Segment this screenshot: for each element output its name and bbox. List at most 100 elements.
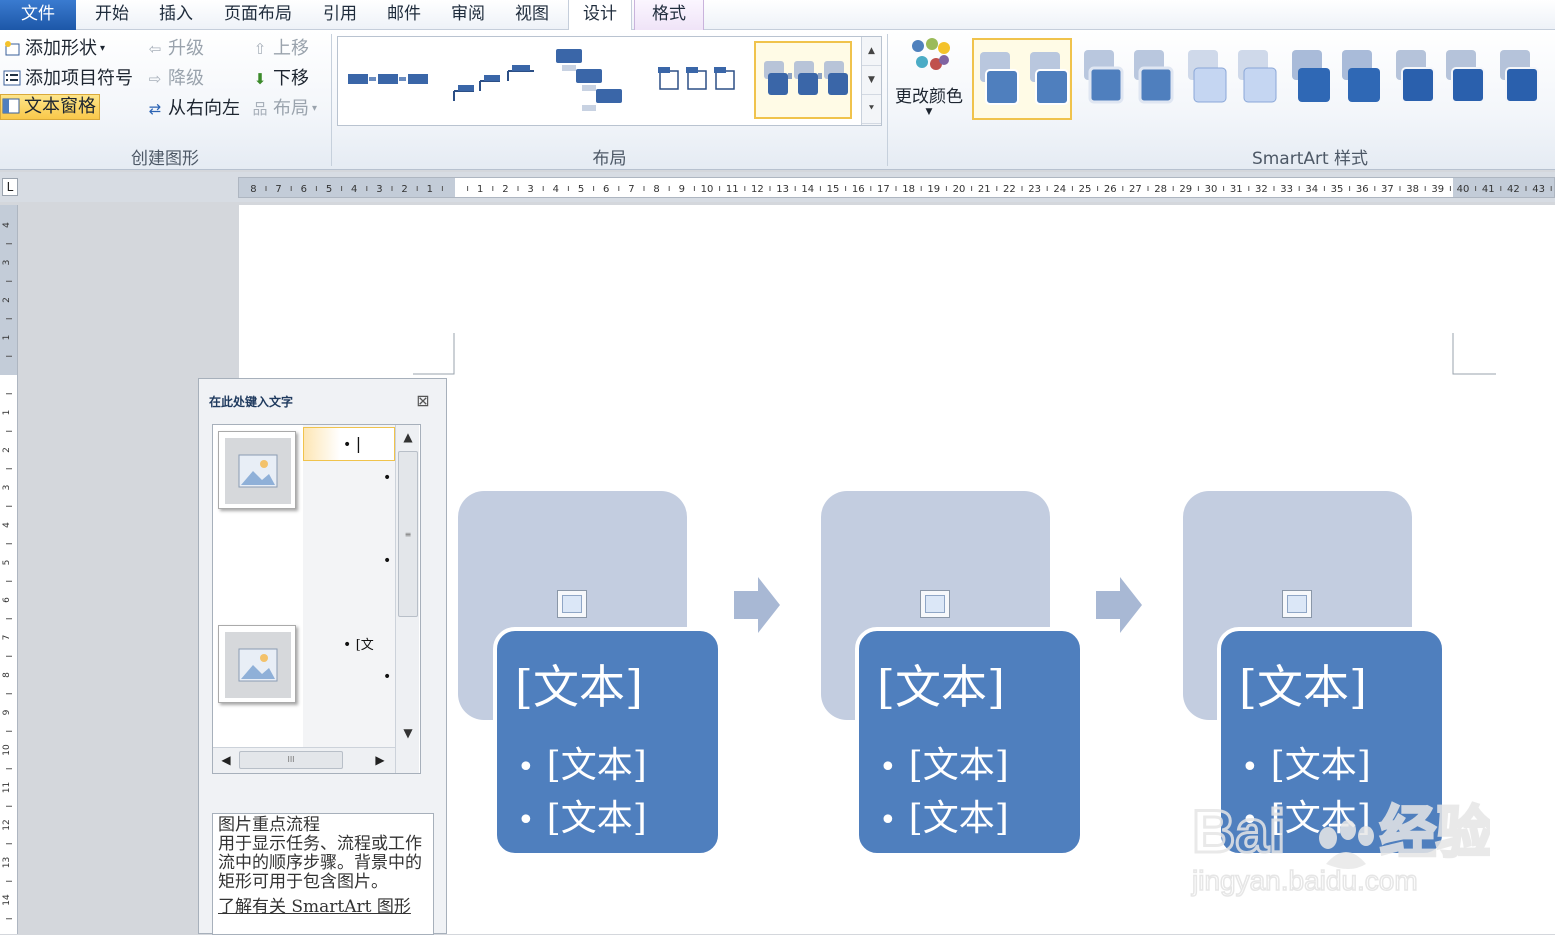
ruler-top-margin [0,205,17,375]
scroll-thumb[interactable]: ≡ [398,451,418,617]
ruler-number: 31 [1230,184,1243,195]
style-thumb-moderate[interactable] [1286,38,1386,120]
layout-thumb-step-up[interactable] [444,41,542,119]
scroll-down-icon[interactable]: ▼ [862,66,881,95]
style-thumb-3d[interactable] [1494,38,1555,120]
scroll-up-icon[interactable]: ▲ [403,430,413,444]
ruler-number: 8 [653,184,659,195]
tab-insert[interactable]: 插入 [159,4,193,24]
layout-description-text: 用于显示任务、流程或工作流中的顺序步骤。背景中的矩形可用于包含图片。 [218,834,422,892]
promote-button[interactable]: ⇦ 升级 [145,36,204,62]
picture-thumbnail[interactable] [218,625,296,703]
demote-button[interactable]: ⇨ 降级 [145,66,204,92]
insert-picture-icon[interactable] [920,590,950,618]
scroll-up-icon[interactable]: ▲ [862,37,881,66]
style-thumb-simple-fill[interactable] [972,38,1072,120]
layout-thumb-picture-process[interactable] [650,41,748,119]
ruler-number: 40 [1457,184,1470,195]
ruler-number: 29 [1179,184,1192,195]
change-colors-button[interactable]: 更改颜色 ▼ [892,36,966,128]
tab-selector-button[interactable]: L [2,178,18,196]
swap-arrows-icon: ⇄ [148,100,162,118]
text-shape[interactable]: [文本] [文本] [文本] [493,627,722,857]
close-icon[interactable]: ⊠ [416,391,430,410]
layout-thumb-basic-process[interactable] [342,41,440,119]
add-shape-button[interactable]: 添加形状 ▾ [2,36,105,62]
text-pane-title: 在此处键入文字 [209,395,294,409]
tab-review[interactable]: 审阅 [451,4,485,24]
bullet-marker: • [383,470,392,486]
vertical-scrollbar[interactable]: ▲ ≡ ▼ [395,425,419,773]
text-shape[interactable]: [文本] [文本] [文本] [1217,627,1446,857]
text-pane-entry-text[interactable]: [文 [355,638,374,653]
tab-page-layout[interactable]: 页面布局 [224,4,292,24]
ribbon-tab-bar: 文件 开始 插入 页面布局 引用 邮件 审阅 视图 设计 格式 [0,0,1555,31]
layout-button[interactable]: 品 布局 ▾ [250,96,317,122]
tab-home[interactable]: 开始 [95,4,129,24]
style-thumb-white-outline[interactable] [1078,38,1178,120]
style-thumb-subtle[interactable] [1182,38,1282,120]
ruler-number: 10 [701,184,714,195]
ruler-left-margin [239,178,455,197]
tab-design[interactable]: 设计 [568,0,632,31]
color-palette-icon [912,38,950,70]
scroll-left-icon[interactable]: ◀ [221,753,231,767]
insert-picture-icon[interactable] [557,590,587,618]
tab-mailings[interactable]: 邮件 [387,4,421,24]
right-to-left-label: 从右向左 [168,98,240,119]
ruler-number: 4 [553,184,559,195]
ruler-number: 28 [1154,184,1167,195]
more-icon[interactable]: ⯆ [862,95,881,124]
ruler-number: 7 [2,635,12,641]
shape-title[interactable]: [文本] [877,660,1005,714]
learn-more-link[interactable]: 了解有关 SmartArt 图形 [218,897,411,917]
scroll-thumb[interactable]: III [239,751,343,769]
dropdown-arrow-icon[interactable]: ▾ [100,43,106,54]
tab-view[interactable]: 视图 [515,4,549,24]
org-chart-icon: 品 [252,100,268,118]
tab-file[interactable]: 文件 [0,0,76,30]
add-bullet-button[interactable]: 添加项目符号 [2,66,133,92]
ruler-number: 3 [527,184,533,195]
text-pane-button[interactable]: 文本窗格 [0,94,100,120]
text-pane-list[interactable]: • | • • • [文 • • ▲ ≡ ▼ ◀ III ▶ [212,424,421,774]
insert-picture-icon[interactable] [1282,590,1312,618]
layout-thumb-picture-accent-process[interactable] [754,41,852,119]
ruler-number: 17 [877,184,890,195]
ruler-number: 35 [1331,184,1344,195]
shape-bullet[interactable]: [文本] [879,736,1009,788]
text-pane-entry[interactable]: • [文 [343,637,374,653]
shape-title[interactable]: [文本] [515,660,643,714]
scroll-down-icon[interactable]: ▼ [403,726,413,740]
shape-title[interactable]: [文本] [1239,660,1367,714]
smartart-text-pane[interactable]: 在此处键入文字 ⊠ • | • • • [文 • • ▲ ≡ ▼ ◀ III ▶… [198,378,447,935]
ruler-number: 4 [2,522,12,528]
shape-bullet[interactable]: [文本] [879,789,1009,841]
tab-references[interactable]: 引用 [323,4,357,24]
ruler-number: 14 [2,894,12,906]
right-to-left-button[interactable]: ⇄ 从右向左 [145,96,240,122]
text-shape[interactable]: [文本] [文本] [文本] [855,627,1084,857]
horizontal-scrollbar[interactable]: ◀ III ▶ [213,747,395,773]
layout-gallery: ▲ ▼ ⯆ [337,36,882,126]
ruler-number: 1 [2,335,12,341]
scroll-right-icon[interactable]: ▶ [375,753,385,767]
active-text-line[interactable] [303,427,395,461]
tab-format[interactable]: 格式 [634,0,704,31]
bullet-marker: • [383,553,392,569]
shape-bullet[interactable]: [文本] [1241,736,1371,788]
ruler-number: 25 [1079,184,1092,195]
style-thumb-intense[interactable] [1390,38,1490,120]
move-down-button[interactable]: ⬇ 下移 [250,66,309,92]
layout-gallery-scroll[interactable]: ▲ ▼ ⯆ [861,37,881,125]
ribbon: 添加形状 ▾ 添加项目符号 文本窗格 ⇦ 升级 ⇨ 降级 ⇄ 从右向左 ⇧ 上移… [0,30,1555,170]
shape-bullet[interactable]: [文本] [517,789,647,841]
ruler-number: 24 [1053,184,1066,195]
ruler-number: 12 [751,184,764,195]
layout-thumb-descending[interactable] [546,41,644,119]
move-up-button[interactable]: ⇧ 上移 [250,36,309,62]
shape-bullet[interactable]: [文本] [517,736,647,788]
picture-thumbnail[interactable] [218,431,296,509]
